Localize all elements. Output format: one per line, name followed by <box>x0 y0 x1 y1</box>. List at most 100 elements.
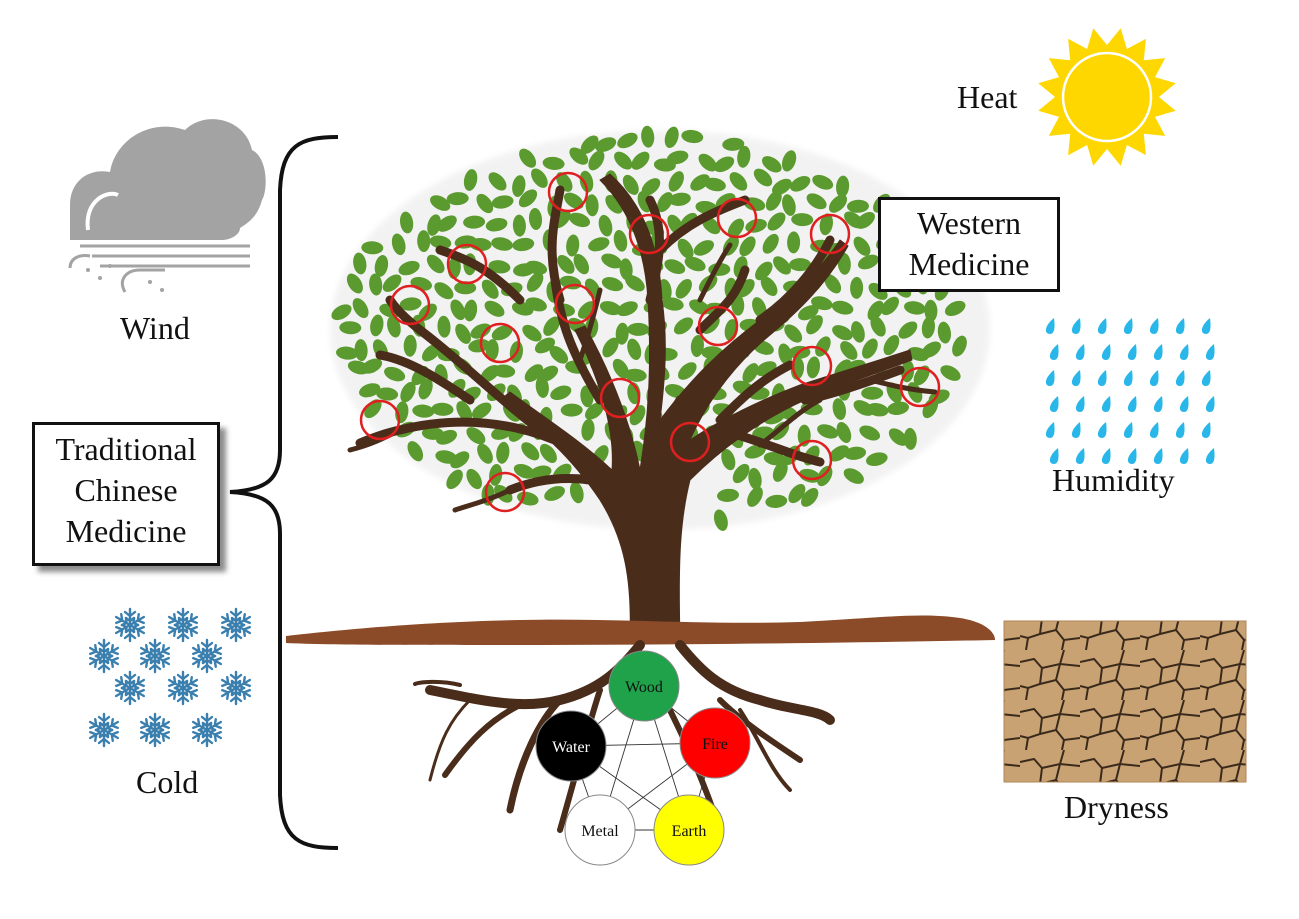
leaf <box>543 316 560 336</box>
leaf <box>843 468 864 484</box>
leaf <box>387 315 401 338</box>
snowflake <box>191 712 223 748</box>
leaf <box>391 233 406 256</box>
leaf <box>573 253 590 275</box>
leaf <box>693 240 715 256</box>
leaf <box>454 281 477 295</box>
western-medicine-markers <box>359 171 941 513</box>
leaf <box>625 275 645 292</box>
tcm-line-3: Medicine <box>65 513 187 549</box>
leaf <box>851 321 865 343</box>
leaf <box>513 463 535 479</box>
leaf <box>913 365 930 386</box>
raindrop <box>1201 318 1211 334</box>
marker-circle <box>716 197 758 239</box>
leaf <box>531 168 548 188</box>
leaf <box>922 397 939 419</box>
raindrop <box>1149 422 1159 438</box>
leaf <box>468 339 491 353</box>
raindrop <box>1045 318 1055 334</box>
leaf <box>641 125 655 148</box>
leaf <box>745 218 767 233</box>
element-label: Fire <box>702 736 728 753</box>
leaf <box>824 274 842 294</box>
leaf <box>622 174 639 195</box>
leaf <box>354 339 368 362</box>
leaf <box>560 403 583 417</box>
marker-circle <box>547 171 589 213</box>
leaf <box>417 230 431 253</box>
marker-circle <box>628 213 670 255</box>
leaf <box>624 368 647 382</box>
leaf <box>526 272 544 292</box>
leaf <box>627 338 642 360</box>
leaf <box>861 386 884 400</box>
element-circle <box>653 794 725 866</box>
leaf <box>772 461 788 482</box>
leaf <box>521 442 540 461</box>
leaf <box>466 468 482 490</box>
leaf <box>601 277 624 292</box>
leaf <box>427 214 441 236</box>
leaf <box>722 137 745 151</box>
leaf <box>434 282 454 300</box>
raindrop <box>1075 344 1085 360</box>
leaf <box>867 300 884 321</box>
leaf <box>883 335 900 356</box>
leaf <box>888 428 908 446</box>
leaf <box>519 148 537 168</box>
leaf <box>617 132 638 149</box>
raindrop <box>1123 370 1133 386</box>
leaf <box>361 358 383 374</box>
element-circle <box>679 707 751 779</box>
marker-circle <box>446 243 488 285</box>
leaf <box>664 259 686 274</box>
leaf <box>485 217 508 232</box>
leaf <box>522 324 542 342</box>
sun-icon <box>1038 28 1176 166</box>
leaf <box>466 427 486 445</box>
raindrop <box>1127 396 1137 412</box>
leaf <box>353 252 367 275</box>
leaf <box>713 156 735 173</box>
raindrop <box>1049 396 1059 412</box>
leaf <box>737 145 751 168</box>
leaf <box>496 441 510 464</box>
leaf <box>579 170 594 193</box>
leaf <box>613 229 628 252</box>
leaf <box>407 441 424 462</box>
leaf <box>937 321 952 344</box>
leaf <box>412 404 435 418</box>
element-circle <box>608 650 680 722</box>
marker-circle <box>809 213 851 255</box>
snowflake <box>167 607 199 643</box>
leaf <box>855 211 875 229</box>
leaf <box>463 299 478 322</box>
leaf <box>690 335 704 357</box>
leaf <box>544 486 565 501</box>
leaf <box>455 323 471 344</box>
leaf <box>525 297 547 312</box>
cloud-wind-icon <box>68 119 266 293</box>
leaf <box>690 174 710 191</box>
leaf <box>831 300 854 315</box>
raindrop <box>1075 396 1085 412</box>
leaf <box>791 213 814 227</box>
leaf <box>847 199 869 213</box>
western-line-2: Medicine <box>908 246 1030 282</box>
leaf <box>739 236 756 257</box>
leaf <box>491 237 513 251</box>
leaf <box>806 193 827 210</box>
leaf <box>463 215 486 229</box>
leaf <box>721 448 736 471</box>
leaf <box>811 296 833 311</box>
snowflake <box>114 670 146 706</box>
leaf <box>399 297 422 311</box>
raindrop <box>1071 422 1081 438</box>
leaf <box>450 451 470 469</box>
heat-label: Heat <box>957 79 1018 115</box>
leaf <box>753 168 773 187</box>
leaf <box>382 274 402 292</box>
leaf <box>384 366 406 382</box>
leaf <box>400 381 416 403</box>
